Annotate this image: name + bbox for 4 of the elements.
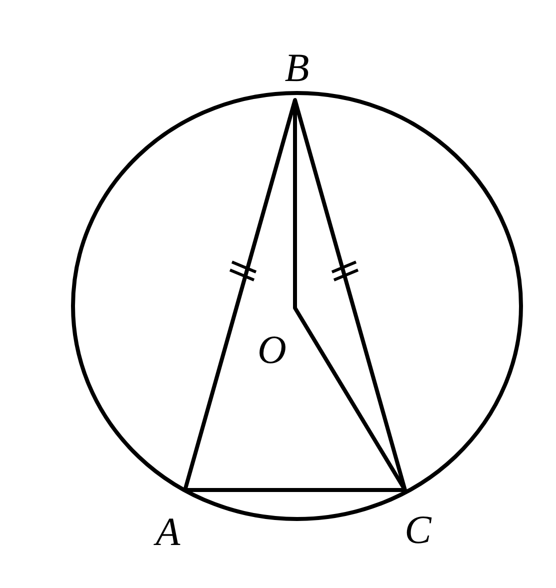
point-label: A: [156, 512, 180, 552]
point-label: C: [404, 510, 432, 550]
point-label: O: [258, 330, 286, 370]
point-label: B: [284, 48, 310, 88]
